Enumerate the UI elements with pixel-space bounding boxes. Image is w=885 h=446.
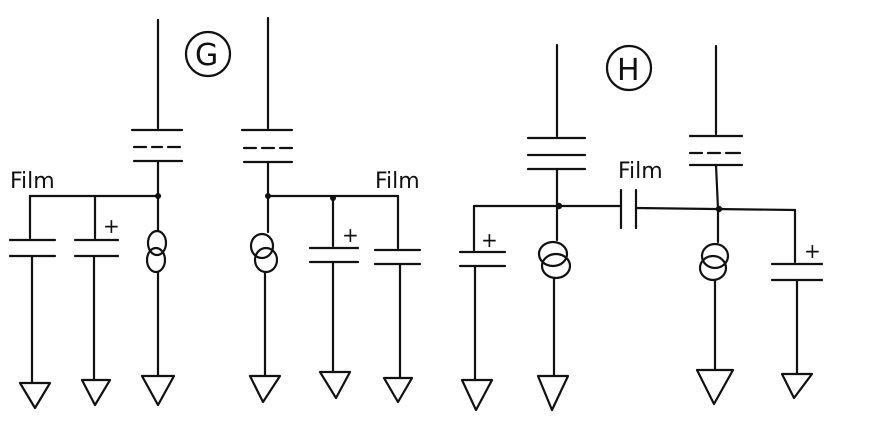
g-right-coil-branch bbox=[248, 194, 282, 404]
g-right-film-branch bbox=[373, 194, 422, 404]
ground-icon bbox=[18, 381, 52, 410]
label-h-circle: H bbox=[605, 44, 653, 92]
ground-icon bbox=[382, 376, 414, 404]
coil-icon bbox=[146, 229, 168, 257]
g-right-electrolytic-branch: + bbox=[308, 196, 360, 400]
label-g-circle: G bbox=[184, 30, 232, 78]
h-right-electrolytic-branch: + bbox=[770, 208, 824, 400]
h-coupling-film-capacitor bbox=[619, 188, 638, 230]
h-left-coil-branch bbox=[536, 204, 572, 412]
coil-icon bbox=[700, 242, 730, 270]
g-left-series-capacitor bbox=[130, 128, 184, 163]
g-electrolytic-capacitor-branch: + bbox=[73, 194, 120, 407]
g-film-capacitor-branch bbox=[8, 194, 57, 410]
g-right-series-capacitor bbox=[240, 128, 294, 164]
h-film-label: Film bbox=[618, 159, 663, 184]
ground-icon bbox=[780, 372, 814, 400]
ground-icon bbox=[536, 374, 570, 412]
g-left-section: Film + bbox=[8, 18, 184, 410]
coil-icon bbox=[537, 240, 569, 268]
g-right-section: Film + bbox=[240, 16, 422, 404]
h-plus-sign-left: + bbox=[481, 228, 498, 252]
ground-icon bbox=[318, 370, 352, 400]
h-right-series-capacitor bbox=[688, 134, 744, 167]
ground-icon bbox=[695, 368, 735, 406]
label-g-text: G bbox=[195, 38, 218, 73]
g-film-label-right: Film bbox=[375, 169, 420, 194]
ground-icon bbox=[80, 378, 112, 407]
g-plus-sign-right: + bbox=[342, 223, 359, 247]
h-right-coil-branch bbox=[695, 207, 735, 406]
h-right-bus bbox=[634, 206, 797, 212]
g-plus-sign: + bbox=[103, 214, 120, 238]
diagram-h: H Film + bbox=[458, 43, 824, 412]
diagram-g: G Film bbox=[8, 16, 422, 410]
g-film-label: Film bbox=[10, 169, 55, 194]
ground-icon bbox=[140, 374, 176, 407]
label-h-text: H bbox=[617, 53, 640, 88]
h-left-electrolytic-branch: + bbox=[458, 204, 507, 412]
ground-icon bbox=[248, 374, 282, 404]
h-left-series-capacitor bbox=[526, 136, 587, 171]
g-left-coil-branch bbox=[140, 194, 176, 407]
h-plus-sign-right: + bbox=[804, 239, 821, 263]
ground-icon bbox=[460, 378, 494, 412]
coil-icon bbox=[249, 232, 275, 260]
